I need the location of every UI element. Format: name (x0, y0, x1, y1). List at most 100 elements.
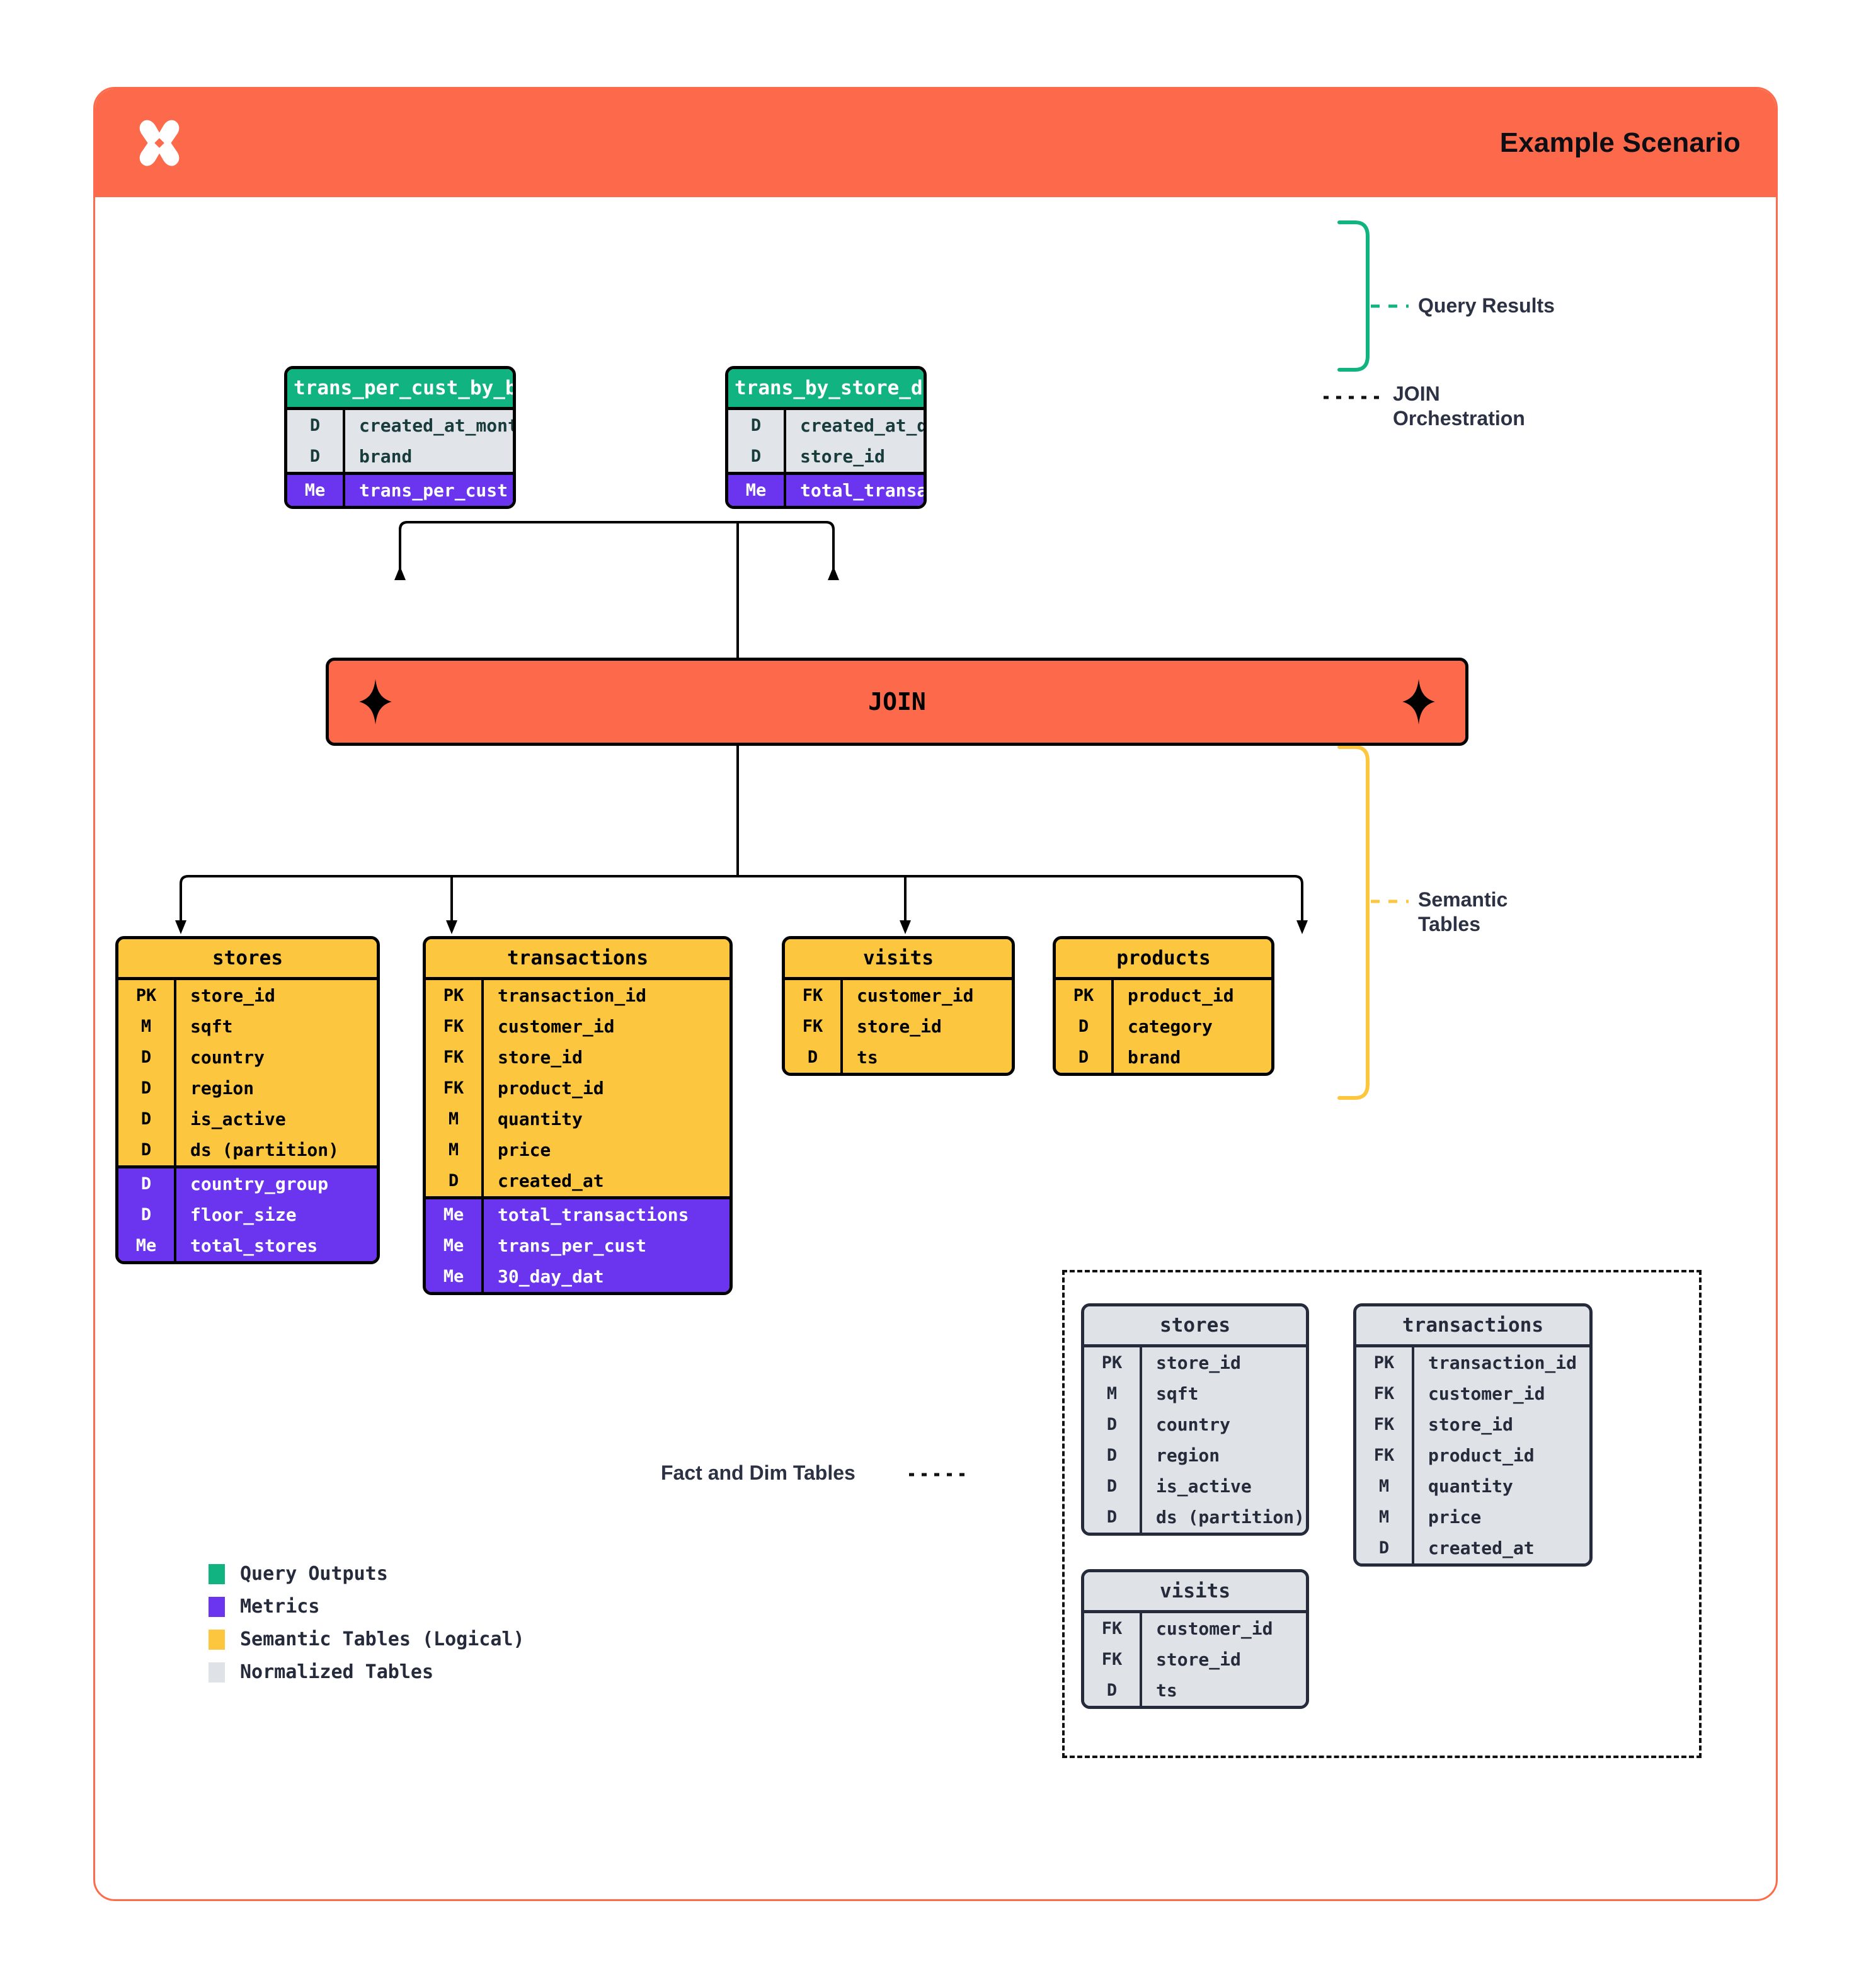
row-key: D (448, 1171, 459, 1191)
sparkle-icon (1402, 679, 1435, 724)
annotation-line-1: JOIN (1393, 382, 1440, 405)
row-field: is_active (174, 1104, 377, 1135)
row-field: ts (1140, 1675, 1306, 1706)
legend-label: Query Outputs (240, 1563, 388, 1585)
row-key: FK (443, 1048, 464, 1068)
query-result-table-trans-by-store-day[interactable]: trans_by_store_day D created_at_day D st… (725, 366, 927, 510)
row-key: PK (1101, 1353, 1123, 1373)
row-key: D (140, 1174, 152, 1194)
legend-item: Metrics (209, 1596, 525, 1618)
row-key: D (1106, 1681, 1118, 1701)
table-title: stores (118, 939, 377, 978)
row-field: created_at_month (343, 410, 513, 442)
row-field: store_id (174, 980, 377, 1012)
row-key: Me (443, 1205, 464, 1225)
row-field: trans_per_cust (481, 1230, 730, 1262)
row-key: D (750, 447, 762, 467)
query-result-table-trans-per-cust-by-brand-month[interactable]: trans_per_cust_by_brand_month D created_… (284, 366, 516, 510)
table-title: transactions (426, 939, 730, 978)
row-field: transaction_id (1412, 1347, 1589, 1379)
table-title: stores (1084, 1306, 1306, 1345)
row-field: created_at_day (784, 410, 924, 442)
annotation-line-2: Tables (1418, 913, 1480, 936)
table-title: visits (785, 939, 1012, 978)
row-field: ds (partition) (174, 1134, 377, 1166)
row-field: ds (partition) (1140, 1502, 1306, 1533)
row-key: Me (745, 481, 767, 501)
row-field: total_stores (174, 1230, 377, 1262)
row-key: D (140, 1078, 152, 1099)
row-field: 30_day_dat (481, 1261, 730, 1293)
row-field: brand (343, 441, 513, 472)
row-field: is_active (1140, 1471, 1306, 1502)
table-row: Me total_transactions (728, 475, 924, 506)
table-row: PK transaction_id (1356, 1347, 1589, 1379)
row-field: country_group (174, 1168, 377, 1200)
row-key: Me (443, 1236, 464, 1256)
row-key: M (1378, 1477, 1390, 1497)
dimension-group: D created_at_day D store_id (728, 407, 924, 472)
table-title: transactions (1356, 1306, 1589, 1345)
row-key: FK (1373, 1384, 1395, 1404)
legend-swatch-semantic-tables (209, 1629, 225, 1650)
legend-item: Query Outputs (209, 1563, 525, 1585)
annotation-query-results: Query Results (1418, 294, 1555, 317)
table-row: Me total_stores (118, 1230, 377, 1262)
row-field: store_id (1412, 1409, 1589, 1441)
row-key: FK (1373, 1446, 1395, 1466)
row-key: D (1106, 1507, 1118, 1528)
table-title: visits (1084, 1572, 1306, 1611)
row-field: product_id (1111, 980, 1271, 1012)
annotation-join-orchestration: JOIN Orchestration (1393, 382, 1525, 431)
row-field: quantity (481, 1104, 730, 1135)
table-title: trans_by_store_day (728, 369, 924, 408)
row-field: created_at (481, 1165, 730, 1197)
sparkle-icon (359, 679, 392, 724)
join-orchestration-bar[interactable]: JOIN (326, 658, 1468, 746)
row-field: product_id (481, 1073, 730, 1104)
row-key: PK (1373, 1353, 1395, 1373)
row-field: country (174, 1042, 377, 1073)
table-row: D created_at_month (287, 410, 513, 442)
row-field: country (1140, 1409, 1306, 1441)
row-key: PK (443, 986, 464, 1006)
row-key: Me (135, 1236, 157, 1256)
row-field: customer_id (481, 1011, 730, 1043)
row-key: M (1378, 1507, 1390, 1528)
legend-swatch-query-outputs (209, 1563, 225, 1584)
legend-swatch-normalized-tables (209, 1662, 225, 1682)
